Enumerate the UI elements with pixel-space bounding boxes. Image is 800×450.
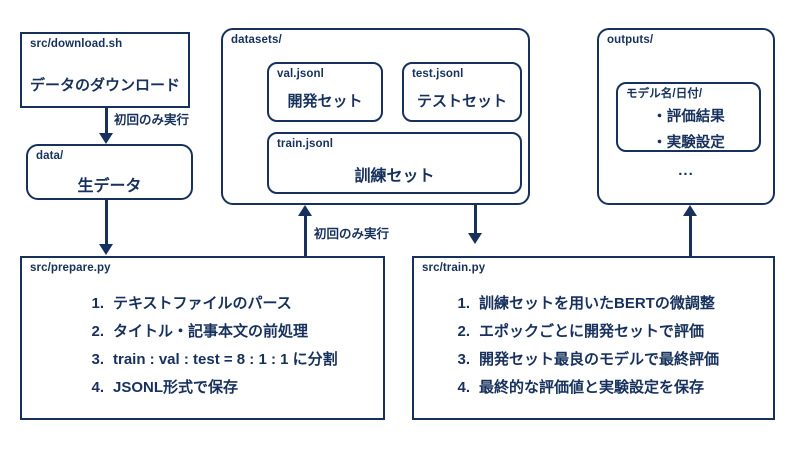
- list-item: 4. 最終的な評価値と実験設定を保存: [444, 380, 773, 395]
- node-download-sh-body: データのダウンロード: [29, 77, 180, 94]
- edge-download-to-data-label: 初回のみ実行: [114, 113, 190, 127]
- node-test-jsonl-path: test.jsonl: [412, 68, 464, 80]
- node-val-jsonl-body: 開発セット: [287, 93, 363, 110]
- step-number: 4.: [457, 379, 470, 396]
- node-data-dir-body: 生データ: [77, 178, 142, 195]
- edge-datasets-to-train-arrowhead: [468, 233, 482, 244]
- node-download-sh: src/download.sh データのダウンロード: [20, 32, 190, 108]
- step-text: タイトル・記事本文の前処理: [113, 323, 309, 340]
- node-train-py-path: src/train.py: [422, 262, 486, 274]
- step-number: 4.: [91, 379, 104, 396]
- node-model-date-dir-path: モデル名/日付/: [626, 88, 703, 100]
- node-test-jsonl-body: テストセット: [416, 93, 507, 110]
- prepare-step-list: 1. テキストファイルのパース 2. タイトル・記事本文の前処理 3. trai…: [22, 296, 383, 408]
- node-outputs-dir-path: outputs/: [607, 34, 654, 46]
- node-datasets-dir-path: datasets/: [231, 34, 282, 46]
- node-val-jsonl-path: val.jsonl: [277, 68, 324, 80]
- node-val-jsonl: val.jsonl 開発セット: [267, 62, 383, 122]
- step-text: 開発セット最良のモデルで最終評価: [479, 351, 720, 368]
- step-text: 最終的な評価値と実験設定を保存: [479, 379, 705, 396]
- step-text: テキストファイルのパース: [113, 295, 292, 312]
- train-step-list: 1. 訓練セットを用いたBERTの微調整 2. エポックごとに開発セットで評価 …: [414, 296, 773, 408]
- edge-prepare-to-datasets-arrowhead: [298, 205, 312, 216]
- edge-train-to-outputs-line: [689, 216, 692, 256]
- step-text: JSONL形式で保存: [113, 379, 239, 396]
- edge-prepare-to-datasets-label: 初回のみ実行: [314, 227, 390, 241]
- list-item: 2. エポックごとに開発セットで評価: [444, 324, 773, 339]
- edge-data-to-prepare-arrowhead: [99, 244, 113, 255]
- node-train-jsonl: train.jsonl 訓練セット: [267, 132, 522, 194]
- node-outputs-dir: outputs/ モデル名/日付/ ・評価結果 ・実験設定 ...: [597, 28, 775, 205]
- node-train-py: src/train.py 1. 訓練セットを用いたBERTの微調整 2. エポッ…: [412, 256, 775, 420]
- list-item: 1. テキストファイルのパース: [78, 296, 383, 311]
- step-text: 訓練セットを用いたBERTの微調整: [479, 295, 715, 312]
- node-download-sh-path: src/download.sh: [30, 38, 123, 50]
- step-number: 1.: [457, 295, 470, 312]
- node-train-jsonl-path: train.jsonl: [277, 138, 334, 150]
- node-prepare-py-path: src/prepare.py: [30, 262, 111, 274]
- node-data-dir-path: data/: [36, 150, 64, 162]
- node-model-date-dir: モデル名/日付/ ・評価結果 ・実験設定: [616, 82, 761, 152]
- edge-prepare-to-datasets-line: [304, 216, 307, 256]
- step-number: 3.: [457, 351, 470, 368]
- step-text: train : val : test = 8 : 1 : 1 に分割: [113, 351, 338, 368]
- edge-download-to-data-arrowhead: [99, 133, 113, 144]
- edge-datasets-to-train-line: [474, 205, 477, 234]
- list-item: 2. タイトル・記事本文の前処理: [78, 324, 383, 339]
- step-number: 3.: [91, 351, 104, 368]
- node-test-jsonl: test.jsonl テストセット: [402, 62, 522, 122]
- list-item: 3. train : val : test = 8 : 1 : 1 に分割: [78, 352, 383, 367]
- edge-data-to-prepare-line: [105, 200, 108, 245]
- node-prepare-py: src/prepare.py 1. テキストファイルのパース 2. タイトル・記…: [20, 256, 385, 420]
- outputs-ellipsis: ...: [678, 162, 694, 179]
- list-item: 4. JSONL形式で保存: [78, 380, 383, 395]
- outputs-bullet-list: ・評価結果 ・実験設定: [618, 110, 759, 161]
- edge-download-to-data-line: [105, 108, 108, 136]
- step-number: 2.: [457, 323, 470, 340]
- step-number: 1.: [91, 295, 104, 312]
- list-item: 3. 開発セット最良のモデルで最終評価: [444, 352, 773, 367]
- step-text: エポックごとに開発セットで評価: [479, 323, 705, 340]
- node-datasets-dir: datasets/ val.jsonl 開発セット test.jsonl テスト…: [221, 28, 530, 205]
- step-number: 2.: [91, 323, 104, 340]
- list-item: 1. 訓練セットを用いたBERTの微調整: [444, 296, 773, 311]
- list-item: ・実験設定: [652, 134, 725, 151]
- edge-train-to-outputs-arrowhead: [683, 205, 697, 216]
- list-item: ・評価結果: [652, 109, 725, 125]
- node-train-jsonl-body: 訓練セット: [354, 168, 435, 185]
- node-data-dir: data/ 生データ: [26, 144, 193, 200]
